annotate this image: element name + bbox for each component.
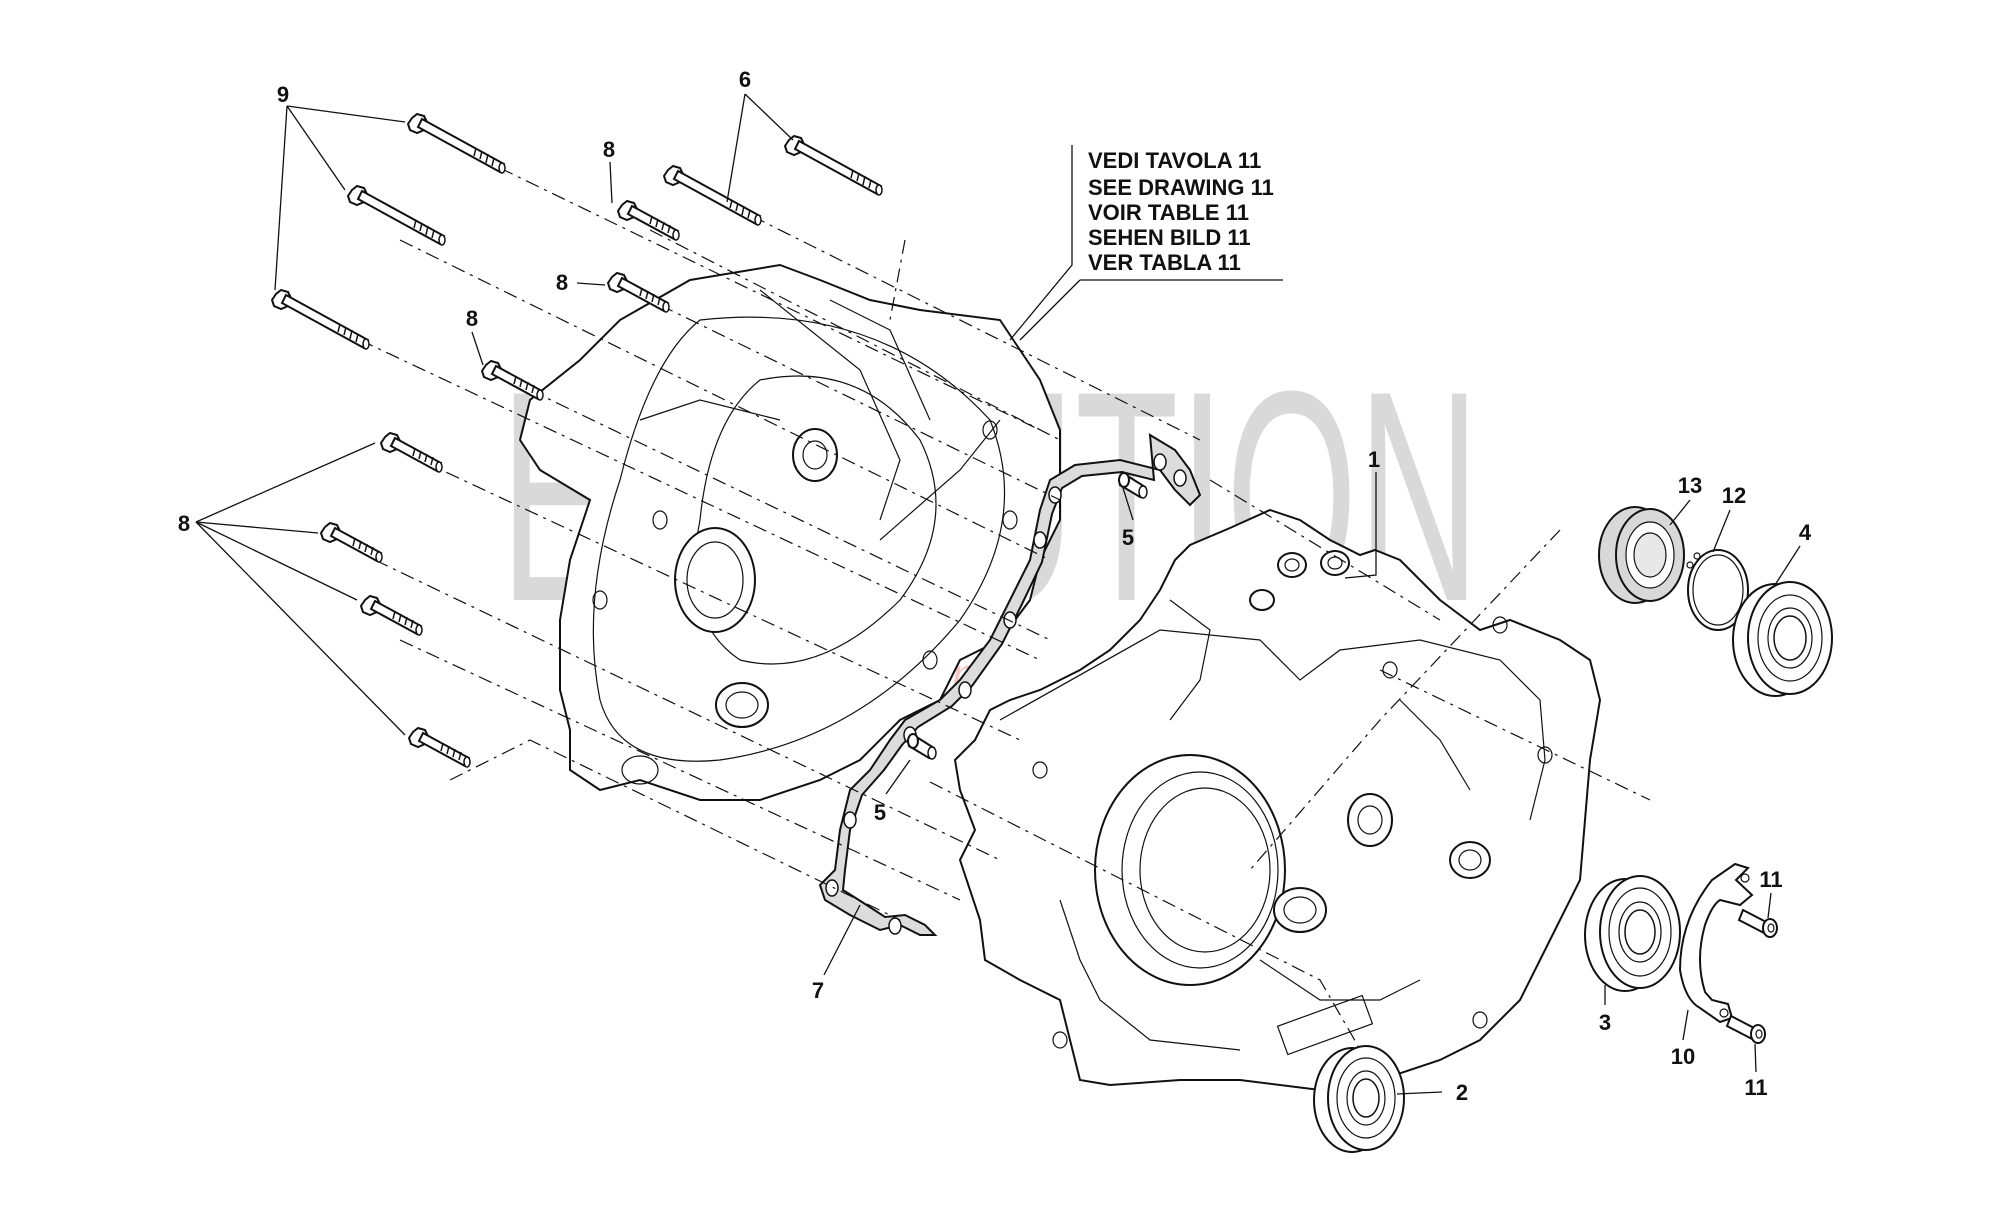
bolt-8e xyxy=(320,522,383,563)
assembly-axes xyxy=(359,167,1651,1111)
screw-11-lower xyxy=(1725,1014,1766,1044)
reference-note-line-3: VOIR TABLE 11 xyxy=(1088,200,1249,225)
oil-seal-13 xyxy=(1598,506,1685,604)
callout-11-upper: 11 xyxy=(1759,867,1782,892)
bolt-8a xyxy=(617,200,680,241)
bolt-9a xyxy=(407,113,506,174)
left-crankcase-half xyxy=(518,263,1061,801)
callout-4: 4 xyxy=(1799,520,1812,545)
callout-13: 13 xyxy=(1678,473,1702,498)
reference-note-line-2: SEE DRAWING 11 xyxy=(1088,175,1274,200)
callout-12: 12 xyxy=(1722,483,1746,508)
right-crankcase-half xyxy=(953,508,1602,1092)
callout-1: 1 xyxy=(1368,447,1380,472)
bolt-6b xyxy=(784,135,883,196)
bolt-8b xyxy=(607,272,670,313)
callout-3: 3 xyxy=(1599,1010,1611,1035)
callout-2: 2 xyxy=(1456,1080,1468,1105)
dowel-pin-upper xyxy=(1118,472,1148,499)
callout-8-group: 8 xyxy=(178,511,190,536)
bearing-2 xyxy=(1313,1045,1405,1153)
bolt-9b xyxy=(347,185,446,246)
callout-8-top: 8 xyxy=(603,137,615,162)
dowel-pins xyxy=(907,472,1148,760)
reference-note: VEDI TAVOLA 11 SEE DRAWING 11 VOIR TABLE… xyxy=(1088,148,1274,275)
bolt-8g xyxy=(408,727,471,768)
gasket xyxy=(818,433,1202,936)
callout-11-lower: 11 xyxy=(1744,1075,1767,1100)
callout-5-upper: 5 xyxy=(1122,525,1134,550)
retaining-plate-10 xyxy=(1678,862,1754,1024)
reference-note-line-1: VEDI TAVOLA 11 xyxy=(1088,148,1261,173)
reference-note-line-5: VER TABLA 11 xyxy=(1088,250,1241,275)
circlip-12 xyxy=(1686,549,1749,631)
bolt-8d xyxy=(380,432,443,473)
callout-10: 10 xyxy=(1671,1044,1695,1069)
bearing-3 xyxy=(1584,875,1681,992)
callouts: 1 2 3 4 5 5 6 7 8 8 8 8 9 10 11 11 12 13 xyxy=(178,67,1812,1105)
callout-6: 6 xyxy=(739,67,751,92)
callout-8-third: 8 xyxy=(466,306,478,331)
bolt-6a xyxy=(663,165,762,226)
callout-5-lower: 5 xyxy=(874,800,886,825)
bolt-8f xyxy=(360,595,423,636)
bolt-9c xyxy=(271,289,370,350)
callout-9: 9 xyxy=(277,82,289,107)
screw-11-upper xyxy=(1737,908,1778,938)
reference-note-line-4: SEHEN BILD 11 xyxy=(1088,225,1251,250)
dowel-pin-lower xyxy=(907,733,937,760)
callout-7: 7 xyxy=(812,978,824,1003)
leader-lines xyxy=(195,93,1801,1095)
bearing-4 xyxy=(1732,581,1833,697)
callout-8-mid: 8 xyxy=(556,270,568,295)
